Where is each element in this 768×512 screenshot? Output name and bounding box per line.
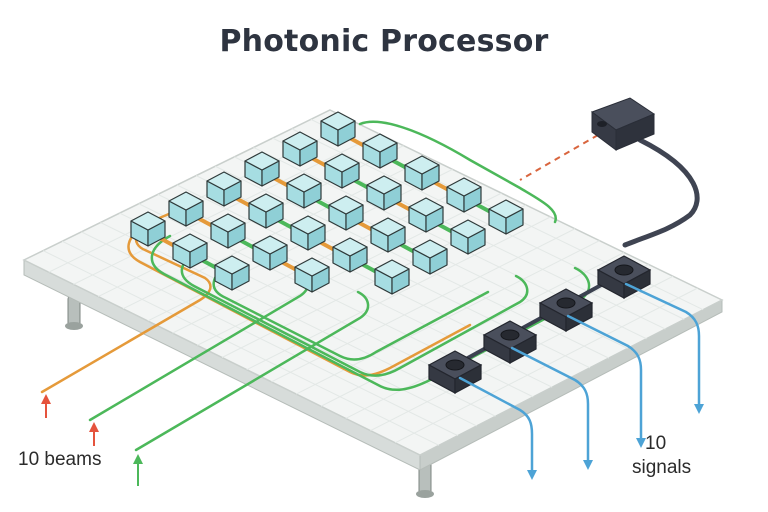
detector-link [453,270,627,367]
mesh-cube [210,213,246,249]
input-arrow-icon [133,454,143,486]
input-label: 10 beams [18,449,102,470]
mesh-cube [362,133,398,169]
mesh-cube [282,131,318,167]
laser-cable [622,137,700,248]
mesh-cube [450,219,486,255]
output-count-label: 10 [645,433,667,454]
mesh-cube [332,237,368,273]
output-fiber-4 [624,282,701,408]
waveguide-green-input-2 [134,290,370,452]
mesh-cube [404,155,440,191]
output-arrow-icons [527,404,704,480]
photodetector-icon [596,255,652,300]
output-label: signals [632,457,692,478]
mesh-cube [172,233,208,269]
mesh-cube [412,239,448,275]
mesh-cube [248,193,284,229]
detector-array [427,255,652,395]
mesh-cube [370,217,406,253]
mesh-cube [294,257,330,293]
mesh-cube [130,211,166,247]
waveguide-green-loop-1 [150,234,591,392]
mesh-cube [286,173,322,209]
mesh-cube [206,171,242,207]
mesh-cube [328,195,364,231]
mesh-cube [252,235,288,271]
output-fiber-2 [510,346,590,464]
output-fibers [458,282,701,474]
mesh-cube [446,177,482,213]
output-arrow-icon [527,470,537,480]
mesh-cube [488,199,524,235]
output-arrow-icon [694,404,704,414]
mesh-cube [214,255,250,291]
output-arrow-icon [636,438,646,448]
mesh-cube [290,215,326,251]
photodetector-icon [482,320,538,365]
input-arrows [41,394,143,486]
waveguide-green-loop-2 [180,248,529,377]
photodetector-icon [538,288,594,333]
mesh-cube [408,197,444,233]
output-arrow-icon [583,460,593,470]
laser-beam-link [519,134,599,181]
mesh-cube [366,175,402,211]
input-arrow-icon [41,394,51,418]
mesh-cube [244,151,280,187]
output-fiber-1 [458,376,534,474]
output-fiber-3 [566,314,643,442]
mesh-cube [320,111,356,147]
input-arrow-icon [89,422,99,446]
laser-source-icon [590,97,656,151]
photodetector-icon [427,350,483,395]
mesh-cube [374,259,410,295]
waveguide-green-top [358,120,557,224]
mesh-cube [324,153,360,189]
interferometer-mesh [130,111,524,295]
mesh-cube [168,191,204,227]
page-title: Photonic Processor [219,24,549,59]
